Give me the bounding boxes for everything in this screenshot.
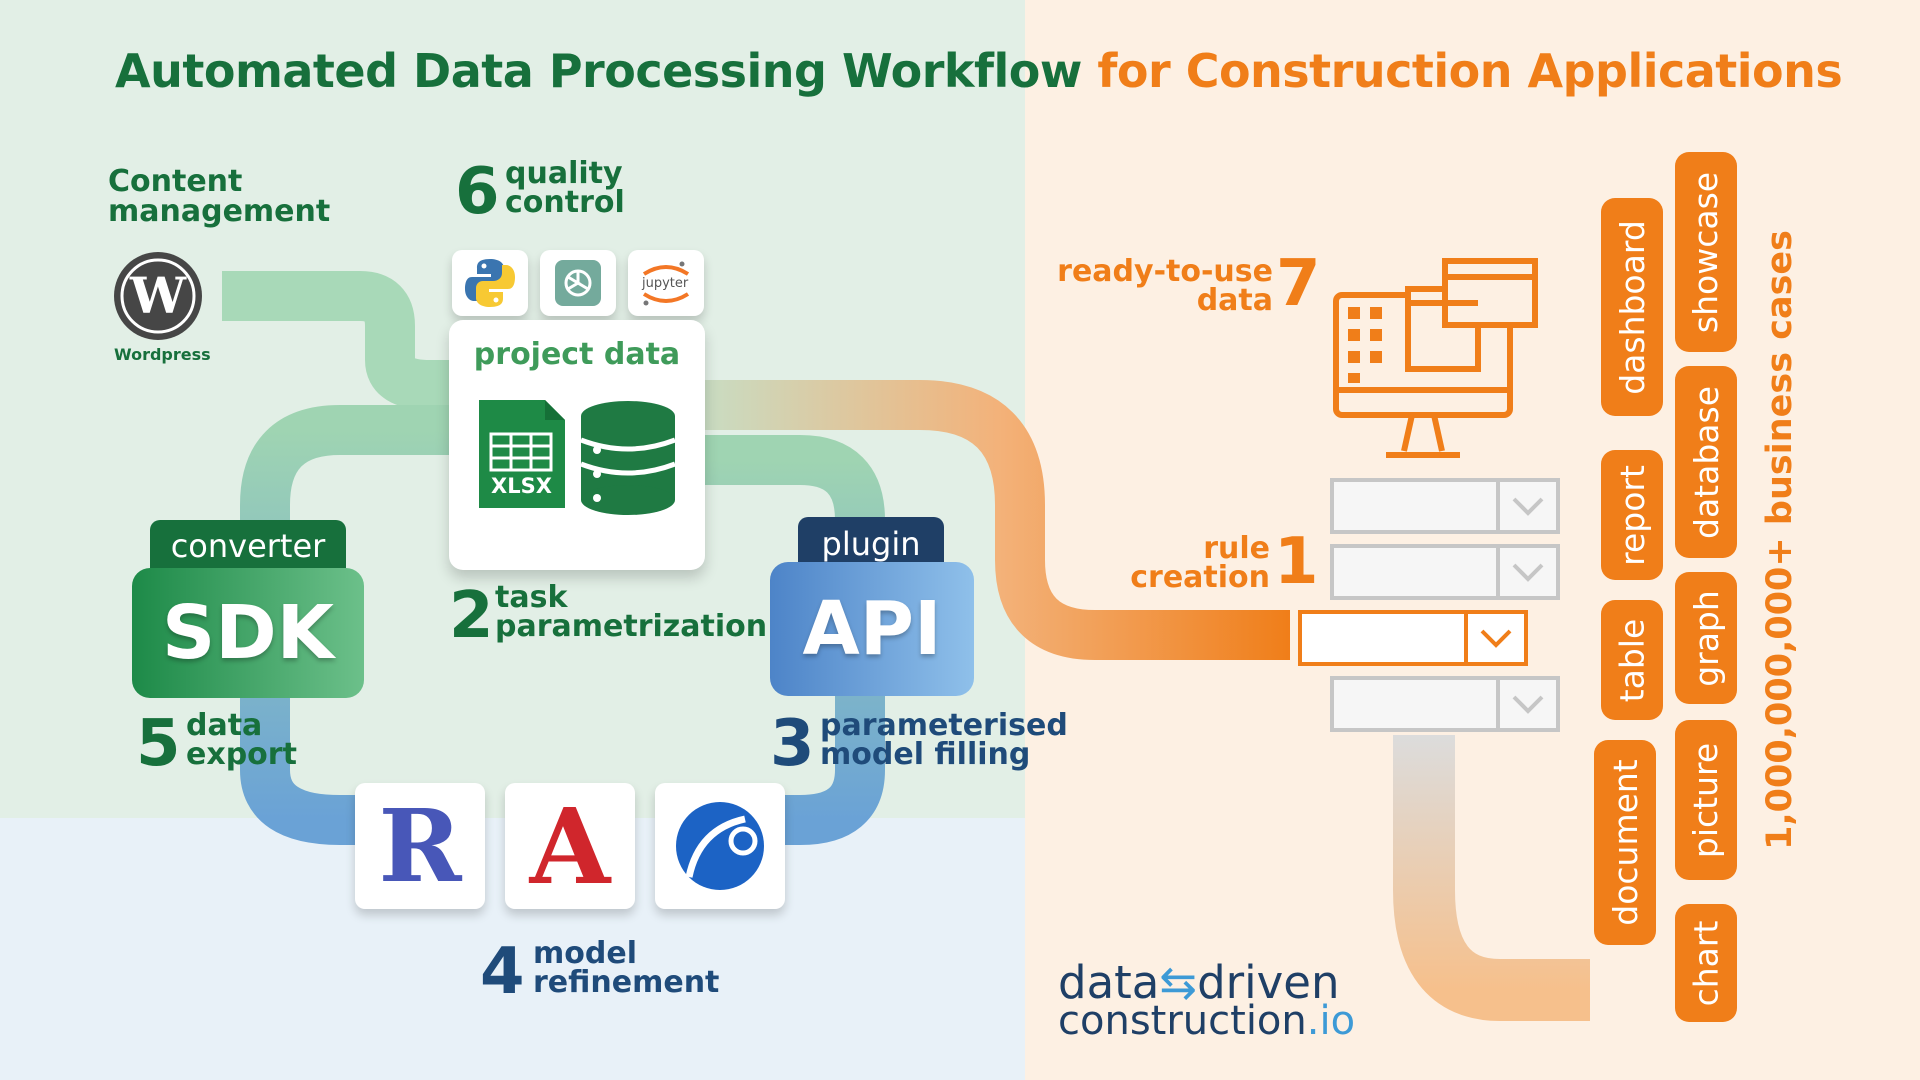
arrows-icon: ⇆	[1159, 956, 1198, 1009]
step6-label: quality control	[505, 156, 625, 220]
python-icon	[465, 259, 515, 307]
revit-tile: R	[355, 783, 485, 909]
chatgpt-icon	[555, 260, 601, 306]
sketchup-icon	[676, 802, 764, 890]
dropdown-4[interactable]	[1330, 676, 1560, 732]
step7-number: 7	[1276, 247, 1321, 321]
chevron-down-icon	[1496, 482, 1556, 530]
brand-word1: data	[1058, 956, 1160, 1009]
step5-line1: data	[186, 708, 263, 743]
step7-label: ready-to-use data	[1048, 254, 1273, 318]
brand-word2: driven	[1197, 956, 1340, 1009]
brand-word3: construction	[1058, 998, 1307, 1044]
step4-line1: model	[533, 936, 637, 971]
step6-number: 6	[455, 155, 500, 229]
step1-line1: rule	[1203, 531, 1270, 566]
step7-line1: ready-to-use	[1057, 254, 1273, 289]
jupyter-label: jupyter	[642, 276, 689, 291]
pill-database: database	[1675, 366, 1737, 558]
chatgpt-tile	[540, 250, 616, 316]
project-data-card: project data XLSX	[449, 320, 705, 570]
dropdown-1[interactable]	[1330, 478, 1560, 534]
pill-showcase-label: showcase	[1686, 171, 1726, 333]
sketchup-tile	[655, 783, 785, 909]
autocad-icon: A	[529, 784, 611, 908]
content-management-line1: Content	[108, 164, 243, 199]
step5-number: 5	[136, 707, 181, 781]
pill-chart-label: chart	[1686, 920, 1726, 1006]
pill-dashboard: dashboard	[1601, 198, 1663, 416]
step6-line1: quality	[505, 156, 623, 191]
pill-report-label: report	[1612, 464, 1652, 566]
pill-graph: graph	[1675, 572, 1737, 704]
sdk-box: SDK	[132, 568, 364, 698]
pill-database-label: database	[1686, 385, 1726, 539]
python-tile	[452, 250, 528, 316]
autocad-tile: A	[505, 783, 635, 909]
svg-text:W: W	[129, 266, 187, 325]
dropdown-active[interactable]	[1298, 610, 1528, 666]
step1-label: rule creation	[1100, 531, 1270, 595]
step2-line2: parametrization	[495, 608, 768, 644]
pill-report: report	[1601, 450, 1663, 580]
title-part2: for Construction Applications	[1097, 44, 1843, 98]
brand-logo: data⇆driven construction.io	[1058, 960, 1355, 1041]
business-cases-title: 1,000,000,000+ business cases	[1760, 229, 1800, 851]
step7-line2: data	[1196, 282, 1273, 318]
step3-line1: parameterised	[820, 708, 1068, 743]
page-title: Automated Data Processing Workflow for C…	[115, 44, 1843, 98]
step4-label: model refinement	[533, 936, 720, 1000]
pill-table: table	[1601, 600, 1663, 720]
step2-number: 2	[449, 579, 494, 653]
pill-document-label: document	[1605, 759, 1645, 926]
jupyter-tile: jupyter	[628, 250, 704, 316]
dropdown-2[interactable]	[1330, 544, 1560, 600]
step5-label: data export	[186, 708, 297, 772]
xlsx-label: XLSX	[491, 474, 552, 498]
step3-number: 3	[770, 707, 815, 781]
step4-line2: refinement	[533, 964, 720, 1000]
step2-line1: task	[495, 580, 568, 615]
database-icon	[579, 400, 677, 520]
jupyter-icon	[642, 261, 690, 306]
pill-table-label: table	[1612, 618, 1652, 702]
brand-suffix: .io	[1306, 998, 1356, 1044]
chevron-down-icon	[1496, 548, 1556, 596]
project-data-title: project data	[473, 337, 681, 372]
sdk-tag: converter	[150, 520, 346, 572]
pill-picture-label: picture	[1686, 742, 1726, 858]
pill-dashboard-label: dashboard	[1612, 219, 1652, 395]
chevron-down-icon	[1464, 614, 1524, 662]
excel-icon: XLSX	[479, 400, 565, 512]
background-orange	[1025, 0, 1920, 1080]
step1-number: 1	[1274, 525, 1319, 599]
wordpress-icon: W	[112, 250, 204, 346]
step3-line2: model filling	[820, 736, 1031, 772]
step3-label: parameterised model filling	[820, 708, 1068, 772]
pill-chart: chart	[1675, 904, 1737, 1022]
pill-document: document	[1594, 740, 1656, 945]
title-part1: Automated Data Processing Workflow	[115, 44, 1082, 98]
pill-picture: picture	[1675, 720, 1737, 880]
pill-graph-label: graph	[1686, 589, 1726, 687]
step1-line2: creation	[1130, 559, 1270, 595]
step2-label: task parametrization	[495, 580, 768, 644]
step4-number: 4	[480, 935, 525, 1009]
content-management-heading: Content management	[108, 167, 330, 227]
monitor-icon	[1330, 255, 1540, 469]
content-management-line2: management	[108, 194, 331, 229]
revit-icon: R	[378, 787, 462, 905]
api-box: API	[770, 562, 974, 696]
step6-line2: control	[505, 184, 625, 220]
wordpress-label: Wordpress	[114, 345, 211, 364]
pill-showcase: showcase	[1675, 152, 1737, 352]
chevron-down-icon	[1496, 680, 1556, 728]
step5-line2: export	[186, 736, 297, 772]
